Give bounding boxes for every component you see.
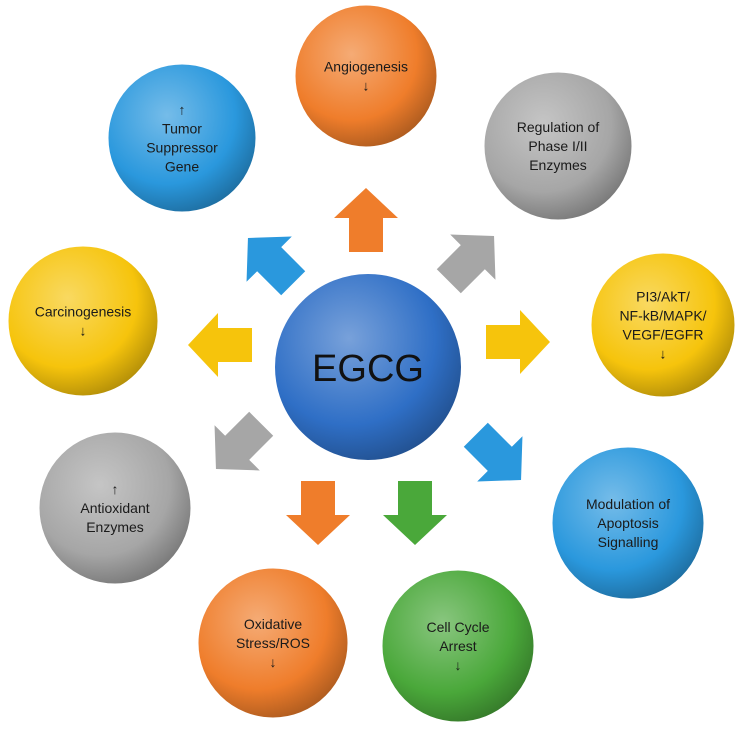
oxidative-stress-label-line: Oxidative [244,616,303,632]
cell-cycle-label-line: Cell Cycle [426,619,489,635]
tumor-suppressor-label-line: ↑ [179,102,186,118]
cell-cycle-circle [379,567,537,725]
angiogenesis-label-line: Angiogenesis [324,59,408,75]
pi3-akt-label-line: ↓ [660,346,667,362]
carcinogenesis-label-line: Carcinogenesis [35,304,132,320]
cell-cycle-arrow [383,481,447,545]
center-node: EGCG [271,270,465,464]
regulation-phase-arrow [436,234,496,294]
angiogenesis-arrow [334,188,398,252]
oxidative-stress-label-line: ↓ [270,654,277,670]
pi3-akt-circle [588,250,738,400]
regulation-phase-label-line: Phase I/II [528,138,587,154]
angiogenesis-circle [292,2,440,150]
tumor-suppressor-circle [105,61,259,215]
angiogenesis-node: Angiogenesis ↓ [292,2,440,150]
antioxidant-label-line: Antioxidant [80,500,149,516]
tumor-suppressor-label-line: Tumor [162,121,202,137]
apoptosis-circle [549,444,707,602]
tumor-suppressor-label-line: Suppressor [146,140,218,156]
tumor-suppressor-arrow [246,236,306,296]
cell-cycle-label-line: ↓ [455,657,462,673]
carcinogenesis-node: Carcinogenesis ↓ [5,243,161,399]
antioxidant-circle [36,429,194,587]
pi3-akt-node: PI3/AkT/NF-kB/MAPK/VEGF/EGFR ↓ [588,250,738,400]
antioxidant-label-line: Enzymes [86,519,144,535]
apoptosis-label-line: Modulation of [586,496,670,512]
carcinogenesis-arrow [188,313,252,377]
center-label: EGCG [312,348,424,390]
regulation-phase-node: Regulation of Phase I/II Enzymes [481,69,635,223]
carcinogenesis-circle [5,243,161,399]
apoptosis-label-line: Signalling [598,534,659,550]
antioxidant-label-line: ↑ [112,481,119,497]
regulation-phase-label-line: Regulation of [517,119,600,135]
regulation-phase-circle [481,69,635,223]
apoptosis-label-line: Apoptosis [597,515,658,531]
oxidative-stress-arrow [286,481,350,545]
angiogenesis-label-line: ↓ [363,78,370,94]
antioxidant-arrow [214,411,274,471]
carcinogenesis-label-line: ↓ [80,323,87,339]
oxidative-stress-label-line: Stress/ROS [236,635,310,651]
pi3-akt-label-line: PI3/AkT/ [636,289,690,305]
center-circle [271,270,465,464]
apoptosis-arrow [463,422,523,482]
regulation-phase-label-line: Enzymes [529,157,587,173]
arrows-layer [188,188,550,545]
tumor-suppressor-label-line: Gene [165,159,199,175]
cell-cycle-label-line: Arrest [439,638,476,654]
pi3-akt-label-line: NF-kB/MAPK/ [619,308,706,324]
pi3-akt-arrow [486,310,550,374]
pi3-akt-label-line: VEGF/EGFR [623,327,704,343]
nodes-layer: Angiogenesis ↓ Regulation of Phase I/II Enzy… [5,2,738,725]
oxidative-stress-circle [195,565,351,721]
